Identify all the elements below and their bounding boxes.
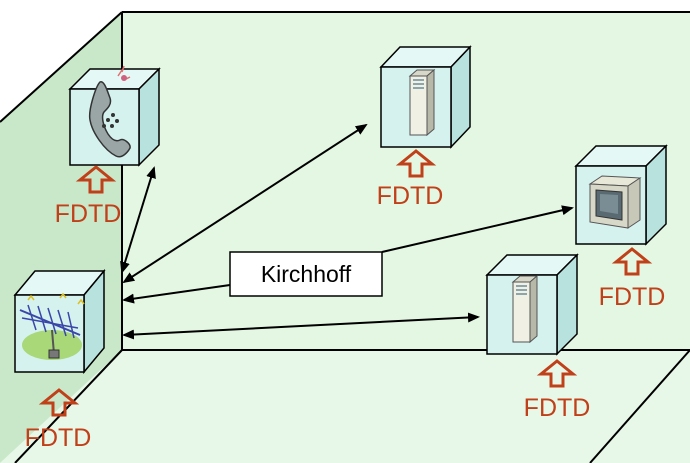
fdtd-label: FDTD (25, 424, 92, 452)
phone-cube (68, 65, 161, 167)
fdtd-feed-antenna: FDTD (25, 388, 92, 452)
fdtd-feed-server-top: FDTD (377, 149, 444, 210)
mobile-phone-icon (88, 65, 131, 158)
server-tower-icon (408, 68, 436, 137)
fdtd-label: FDTD (524, 394, 591, 422)
server-tower-icon (511, 274, 539, 344)
up-arrow-icon (38, 388, 80, 417)
antenna-cube (13, 268, 106, 375)
connection-arrow (122, 284, 231, 304)
kirchhoff-connections (120, 123, 574, 340)
up-arrow-icon (611, 247, 653, 276)
monitor-cube (574, 144, 668, 246)
up-arrow-icon (75, 165, 117, 194)
connection-arrow (381, 205, 574, 253)
up-arrow-icon (395, 149, 437, 178)
server-cube-top (379, 45, 472, 149)
kirchhoff-label-box: Kirchhoff (229, 251, 383, 297)
fdtd-feed-server-bottom: FDTD (524, 359, 591, 422)
room-edge (0, 11, 123, 123)
room-edge (14, 349, 123, 463)
fdtd-label: FDTD (599, 283, 666, 311)
fdtd-feeds: FDTD FDTD FDTD FDTD FDTD (25, 149, 666, 452)
antenna-array-icon (19, 292, 85, 360)
monitor-icon (588, 175, 642, 229)
server-cube-bottom (485, 253, 579, 356)
up-arrow-icon (536, 359, 578, 388)
kirchhoff-label: Kirchhoff (261, 261, 352, 287)
room-edge (589, 349, 690, 463)
floor (0, 350, 690, 463)
fdtd-label: FDTD (55, 200, 122, 228)
fdtd-label: FDTD (377, 182, 444, 210)
fdtd-feed-monitor: FDTD (599, 247, 666, 311)
connection-arrow (122, 312, 480, 340)
connection-arrow (122, 123, 368, 284)
fdtd-feed-phone: FDTD (55, 165, 122, 228)
